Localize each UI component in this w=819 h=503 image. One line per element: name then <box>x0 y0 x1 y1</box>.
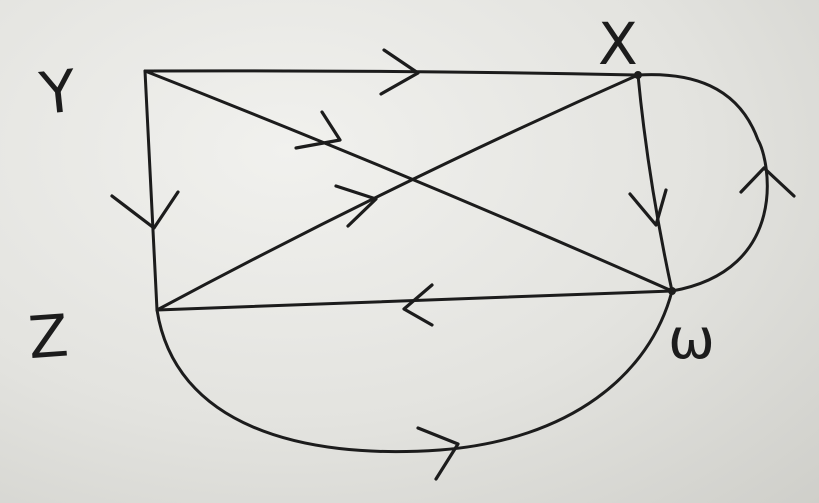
edge-z-x <box>155 73 640 312</box>
node-label-x: X <box>598 10 638 78</box>
arrowhead-z-w-curve <box>416 426 460 481</box>
arrowhead-w-z <box>402 283 434 327</box>
node-label-y: Y <box>36 57 80 128</box>
edge-w-x-curve <box>636 73 769 293</box>
arrowhead-y-w <box>294 110 342 150</box>
node-dot-w <box>668 287 676 295</box>
node-label-w: ω <box>668 307 715 372</box>
edge-y-x <box>143 69 640 77</box>
arrowhead-y-x <box>379 48 420 96</box>
arrowhead-y-z <box>110 190 180 230</box>
edge-x-w <box>636 73 674 293</box>
arrowhead-z-x <box>334 184 378 228</box>
arrowhead-x-w <box>628 188 668 227</box>
node-dot-x <box>634 71 642 79</box>
node-label-z: Z <box>26 302 70 373</box>
edge-y-w <box>143 69 674 293</box>
edge-w-z <box>155 289 674 312</box>
edge-z-w-curve <box>155 289 674 454</box>
edge-y-z <box>143 69 159 312</box>
arrowhead-w-x-curve <box>739 166 796 198</box>
